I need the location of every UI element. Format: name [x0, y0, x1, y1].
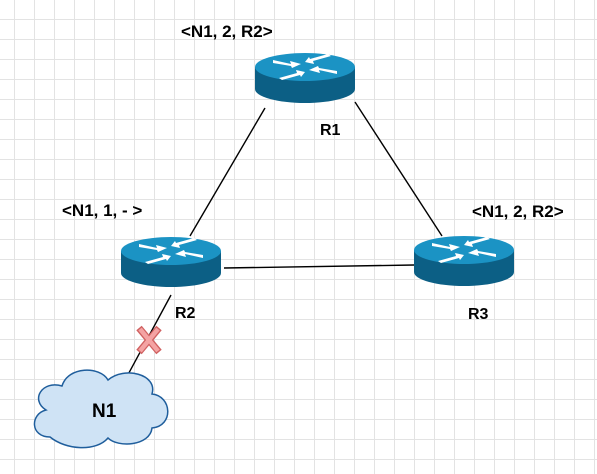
- router-r1-route-label: <N1, 2, R2>: [181, 22, 273, 41]
- link-r2-r3: [223, 264, 415, 269]
- network-n1-cloud-icon[interactable]: [33, 369, 169, 449]
- link-failure-x-icon: [136, 325, 162, 355]
- router-r3-icon[interactable]: [414, 236, 514, 286]
- router-r3-route-label: <N1, 2, R2>: [472, 202, 564, 221]
- network-n1-label: N1: [92, 401, 117, 422]
- router-r1-icon[interactable]: [255, 53, 355, 103]
- router-r2-name-label: R2: [175, 305, 196, 322]
- router-r1-name-label: R1: [320, 122, 341, 139]
- link-r1-r3: [354, 101, 443, 237]
- router-r3-name-label: R3: [468, 306, 489, 323]
- router-r2-icon[interactable]: [121, 237, 221, 287]
- link-r1-r2: [189, 107, 266, 237]
- router-r2-route-label: <N1, 1, - >: [62, 201, 142, 220]
